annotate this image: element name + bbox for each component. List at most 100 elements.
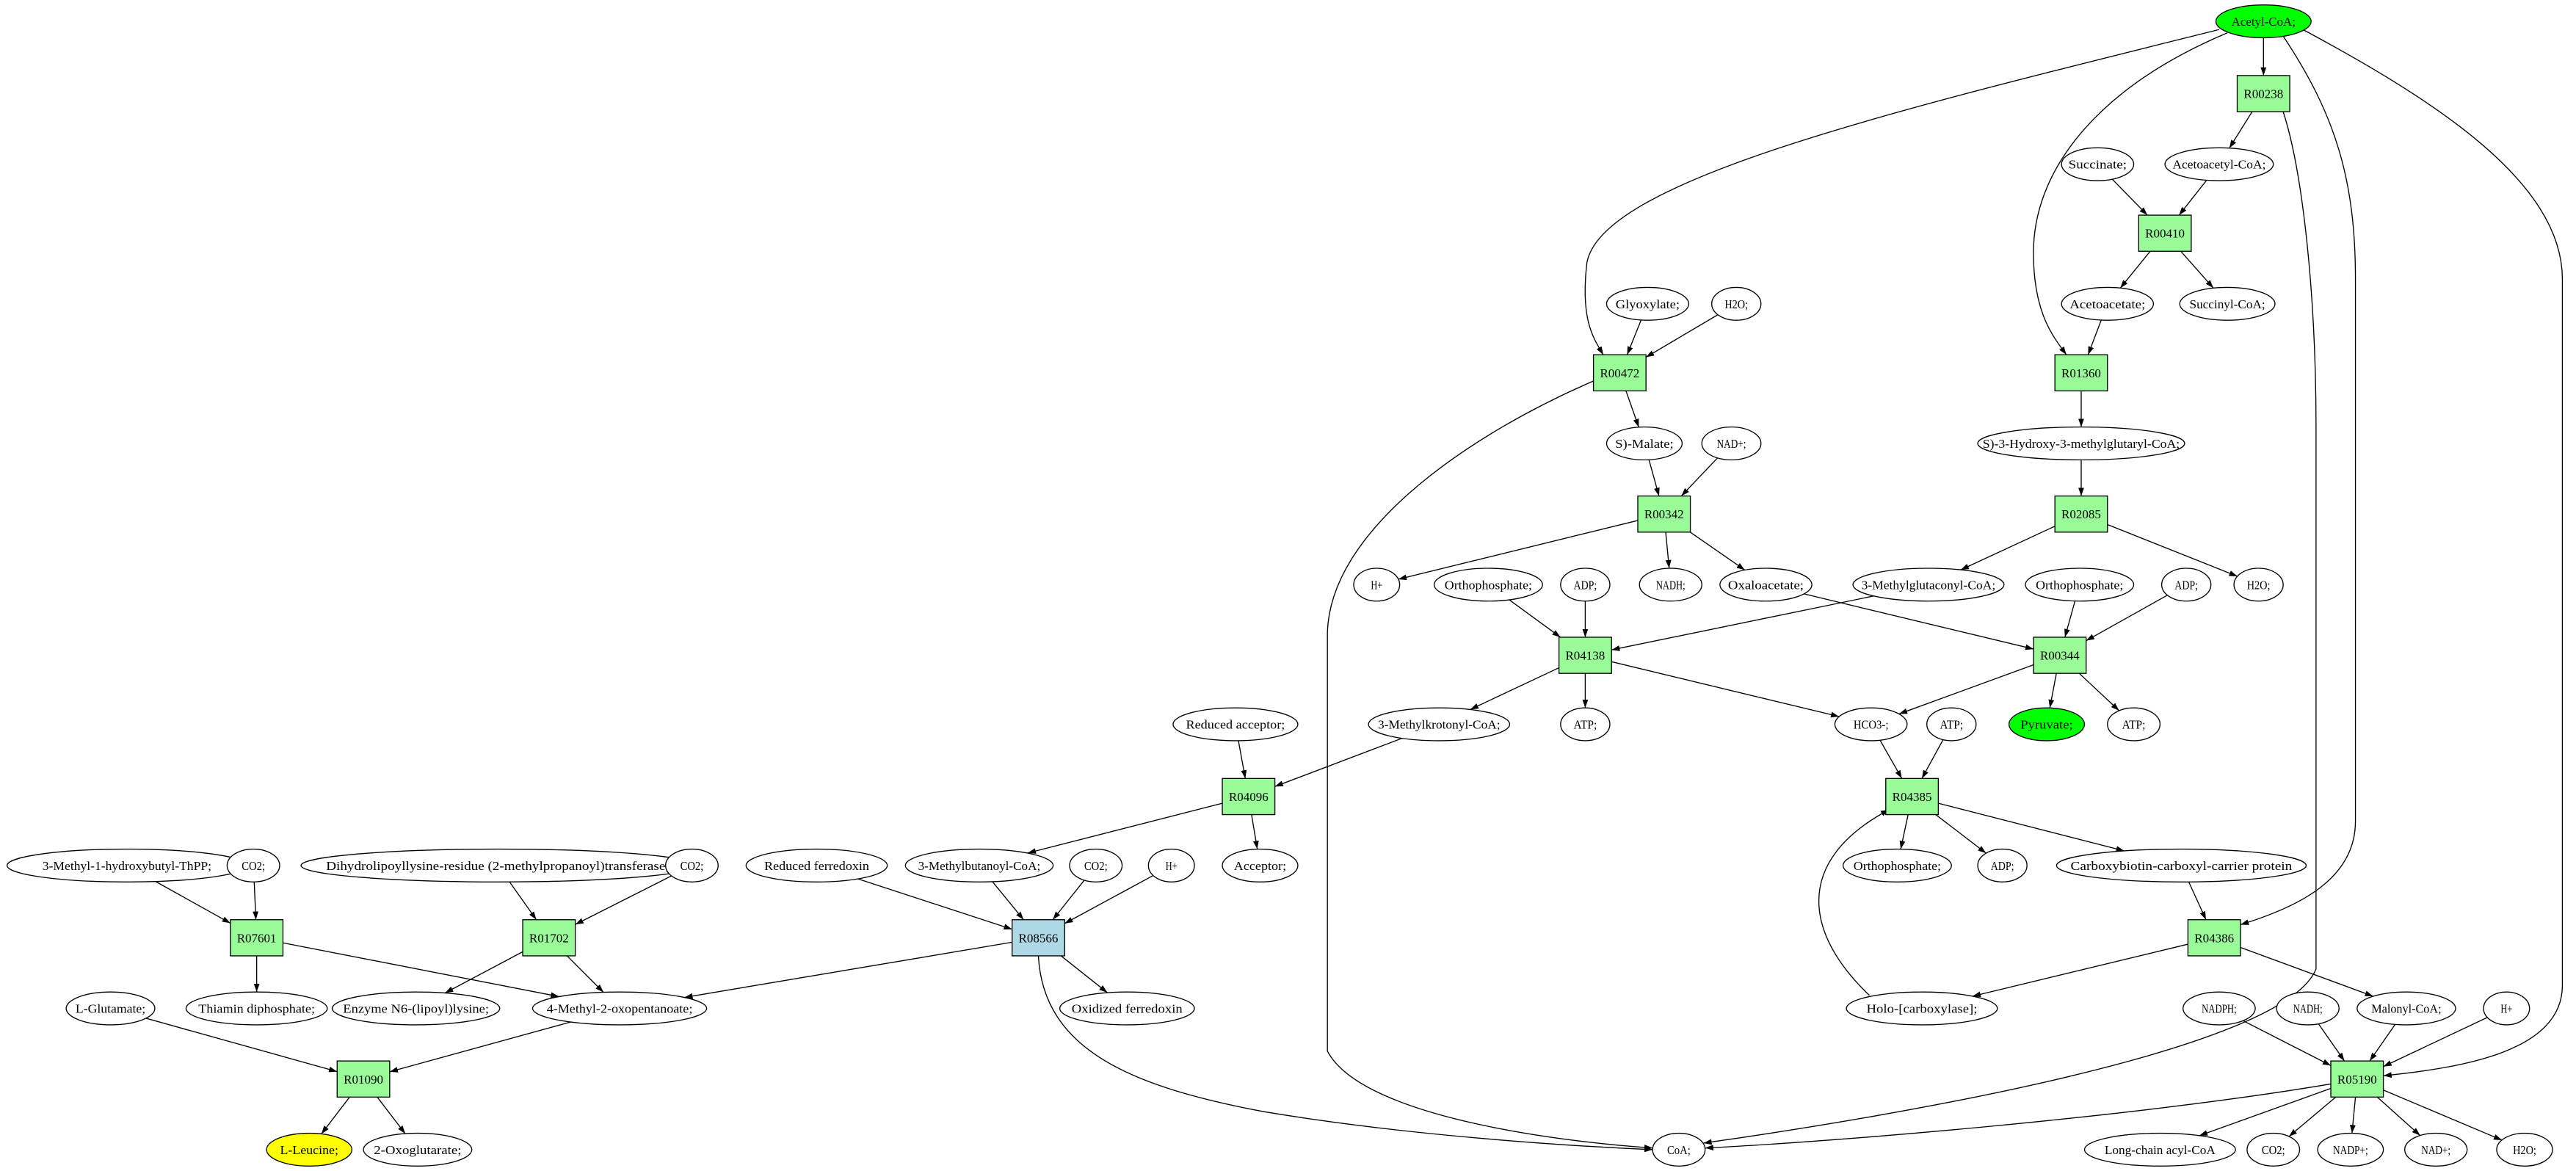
reaction-node-r04138[interactable]: R04138 [1558,637,1612,674]
compound-node-hplus_b[interactable]: H+ [1147,848,1195,882]
reaction-node-r00238[interactable]: R00238 [2236,75,2290,112]
compound-node-adp_b[interactable]: ADP; [2160,568,2212,602]
compound-node-malonylcoa[interactable]: Malonyl-CoA; [2357,991,2456,1026]
compound-ellipse [2083,1132,2236,1167]
compound-node-mkcoa[interactable]: 3-Methylkrotonyl-CoA; [1368,707,1511,742]
edge-succinate-to-R00410 [2111,178,2148,216]
compound-node-atp_c[interactable]: ATP; [1926,707,1977,742]
compound-node-ortho_c[interactable]: Orthophosphate; [1842,848,1952,882]
compound-node-co2_d[interactable]: CO2; [2246,1132,2301,1167]
reaction-node-r00342[interactable]: R00342 [1637,495,1691,533]
compound-node-h2o_c[interactable]: H2O; [2496,1132,2553,1167]
reaction-node-r07601[interactable]: R07601 [230,919,284,957]
compound-node-ortho_b[interactable]: Orthophosphate; [2025,568,2135,602]
reaction-node-r01090[interactable]: R01090 [336,1060,391,1098]
compound-node-h2o_b[interactable]: H2O; [2233,568,2284,602]
compound-node-nadpplus[interactable]: NADP+; [2317,1132,2384,1167]
node-label: Acceptor; [1234,859,1286,873]
compound-node-nadh_b[interactable]: NADH; [2276,991,2340,1026]
reaction-node-r01360[interactable]: R01360 [2054,354,2108,392]
compound-node-acceptor[interactable]: Acceptor; [1222,848,1299,882]
compound-node-dihydrolipo[interactable]: Dihydrolipoyllysine-residue (2-methylpro… [300,848,696,882]
compound-ellipse [1977,848,2028,882]
edge-adp_b-to-R00344 [2086,595,2168,642]
node-label: Orthophosphate; [1445,578,1532,592]
compound-ellipse [1606,426,1683,461]
compound-node-succinylcoa[interactable]: Succinyl-CoA; [2179,286,2276,321]
compound-node-co2_a[interactable]: CO2; [226,848,280,882]
compound-node-hmgcoa[interactable]: S)-3-Hydroxy-3-methylglutaryl-CoA; [1977,426,2185,461]
edge-acetylcoa-to-R01360 [2033,32,2228,355]
reaction-node-r04385[interactable]: R04385 [1885,777,1940,816]
compound-node-atp_b[interactable]: ATP; [2107,707,2161,742]
reaction-node-r08566[interactable]: R08566 [1012,919,1065,957]
node-label: H2O; [2513,1143,2536,1157]
compound-node-oxaloacetate[interactable]: Oxaloacetate; [1719,568,1813,602]
compound-node-adp_a[interactable]: ADP; [1560,568,1611,602]
compound-node-coa[interactable]: CoA; [1652,1132,1706,1167]
compound-node-nadh_a[interactable]: NADH; [1639,568,1702,602]
compound-node-nadplus_b[interactable]: NAD+; [2404,1132,2468,1167]
compound-node-acetoacetylcoa[interactable]: Acetoacetyl-CoA; [2164,147,2274,181]
node-label: ATP; [2122,718,2146,732]
compound-node-co2_c[interactable]: CO2; [1069,848,1123,882]
node-label: H+ [1371,578,1382,592]
compound-ellipse [1606,286,1690,321]
compound-ellipse [2160,568,2212,602]
compound-node-acetoacetate[interactable]: Acetoacetate; [2061,286,2155,321]
compound-node-holo[interactable]: Holo-[carboxylase]; [1846,991,1998,1026]
compound-node-oxferredoxin[interactable]: Oxidized ferredoxin [1059,991,1195,1026]
compound-node-atp_a[interactable]: ATP; [1560,707,1611,742]
compound-node-mgcoa[interactable]: 3-Methylglutaconyl-CoA; [1852,568,2005,602]
compound-node-pyruvate[interactable]: Pyruvate; [2008,707,2086,742]
reaction-box [2033,637,2087,674]
compound-node-leucine[interactable]: L-Leucine; [266,1132,353,1167]
compound-node-oxoglutarate[interactable]: 2-Oxoglutarate; [363,1132,473,1167]
compound-node-nadp_a[interactable]: NAD+; [1701,426,1762,461]
compound-ellipse [1222,848,1299,882]
compound-node-hplus_c[interactable]: H+ [2483,991,2530,1026]
compound-ellipse [1652,1132,1706,1167]
compound-node-glutamate[interactable]: L-Glutamate; [65,991,156,1026]
reaction-node-r01702[interactable]: R01702 [522,919,576,957]
compound-ellipse [1147,848,1195,882]
compound-node-redferredoxin[interactable]: Reduced ferredoxin [745,848,888,882]
compound-node-mbcoa[interactable]: 3-Methylbutanoyl-CoA; [904,848,1054,882]
compound-node-redacceptor[interactable]: Reduced acceptor; [1172,707,1299,742]
compound-node-malate[interactable]: S)-Malate; [1606,426,1683,461]
edge-hplus_b-to-R08566 [1064,874,1154,924]
compound-ellipse [664,848,719,882]
reaction-node-r00344[interactable]: R00344 [2033,637,2087,674]
compound-node-mop[interactable]: 4-Methyl-2-oxopentanoate; [531,991,708,1026]
reaction-node-r00472[interactable]: R00472 [1592,354,1647,392]
compound-node-mhbthpp[interactable]: 3-Methyl-1-hydroxybutyl-ThPP; [6,848,247,882]
reaction-box [1637,495,1691,533]
compound-node-lipoyllysine[interactable]: Enzyme N6-(lipoyl)lysine; [331,991,501,1026]
compound-node-carboxybiotin[interactable]: Carboxybiotin-carboxyl-carrier protein [2056,848,2307,882]
compound-node-glyoxylate[interactable]: Glyoxylate; [1606,286,1690,321]
compound-node-adp_c[interactable]: ADP; [1977,848,2028,882]
compound-ellipse [2357,991,2456,1026]
reaction-node-r04386[interactable]: R04386 [2187,919,2241,957]
compound-ellipse [2061,286,2155,321]
compound-node-hplus_a[interactable]: H+ [1353,568,1401,602]
compound-node-co2_b[interactable]: CO2; [664,848,719,882]
compound-node-succinate[interactable]: Succinate; [2061,147,2135,181]
compound-node-ortho_a[interactable]: Orthophosphate; [1433,568,1543,602]
reaction-node-r05190[interactable]: R05190 [2330,1060,2384,1098]
edge-R00342-to-oxaloacetate [1689,532,1746,571]
edge-mkcoa-to-R04096 [1274,737,1403,787]
compound-node-lcacylcoa[interactable]: Long-chain acyl-CoA [2083,1132,2236,1167]
node-label: 4-Methyl-2-oxopentanoate; [547,1002,693,1016]
edge-R05190-to-h2o_c [2383,1090,2503,1141]
compound-node-thiamin[interactable]: Thiamin diphosphate; [185,991,328,1026]
compound-node-hco3[interactable]: HCO3-; [1834,707,1908,742]
reaction-node-r00410[interactable]: R00410 [2138,214,2192,252]
reaction-node-r04096[interactable]: R04096 [1222,777,1276,816]
compound-node-h2o_a[interactable]: H2O; [1710,286,1762,321]
node-label: Reduced ferredoxin [764,859,869,873]
compound-node-nadph[interactable]: NADPH; [2183,991,2256,1026]
reaction-node-r02085[interactable]: R02085 [2054,495,2108,533]
compound-node-acetylcoa[interactable]: Acetyl-CoA; [2215,4,2312,39]
edge-malonylcoa-to-R05190 [2369,1023,2396,1062]
